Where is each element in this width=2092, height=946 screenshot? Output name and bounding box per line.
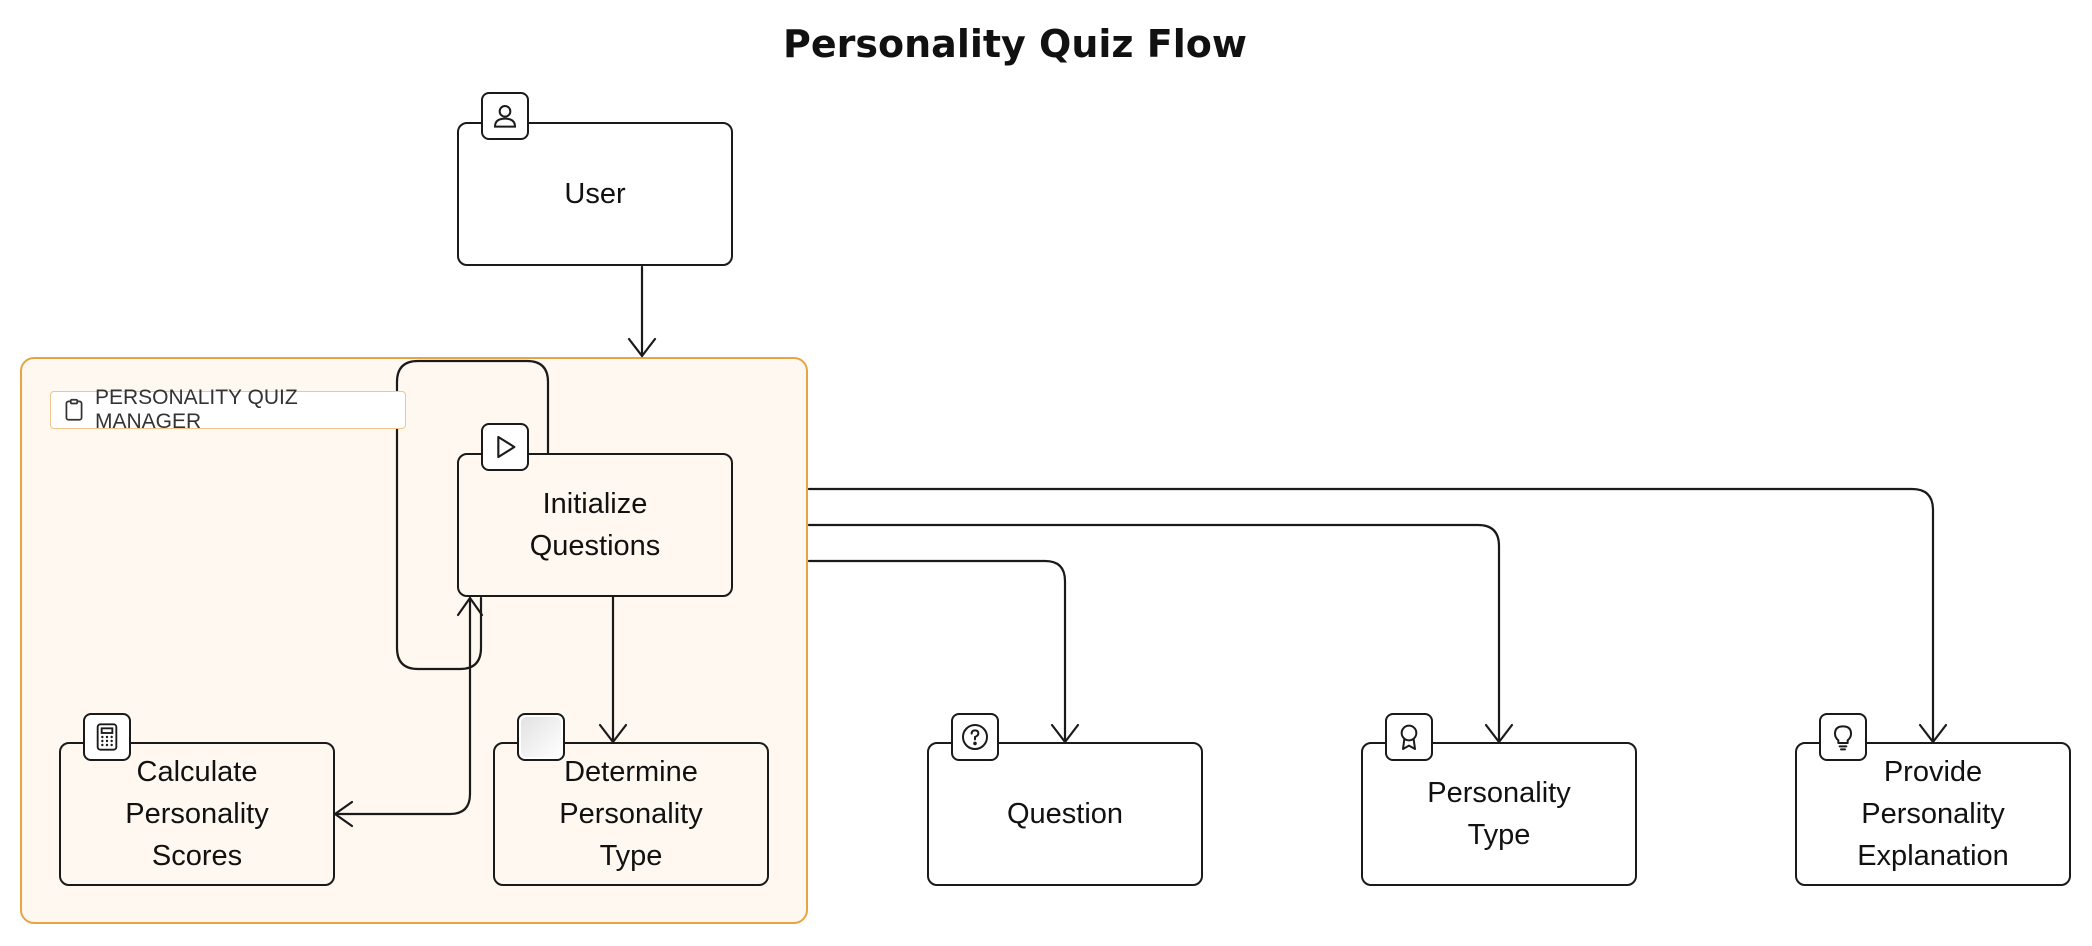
node-label: Calculate Personality Scores — [125, 756, 269, 872]
node-label: Question — [1006, 798, 1124, 830]
node-provide-personality-explanation[interactable]: Provide Personality Explanation — [1795, 742, 2071, 886]
edge-manager-to-question — [807, 559, 1080, 744]
diagram-title: Personality Quiz Flow — [783, 22, 1247, 66]
edge-initialize-to-calculate — [333, 800, 354, 828]
node-user[interactable]: User — [457, 122, 733, 266]
edge-manager-to-personality-type — [807, 523, 1514, 744]
group-label-text: PERSONALITY QUIZ MANAGER — [95, 386, 298, 433]
edge-manager-to-explanation — [807, 487, 1948, 744]
lightbulb-icon — [1819, 713, 1867, 761]
node-label: User — [564, 178, 626, 210]
blank-icon — [517, 713, 565, 761]
node-label: Personality Type — [1427, 777, 1571, 851]
edge-user-to-manager — [627, 265, 657, 358]
node-determine-personality-type[interactable]: Determine Personality Type — [493, 742, 769, 886]
calculator-icon — [83, 713, 131, 761]
node-personality-type[interactable]: Personality Type — [1361, 742, 1637, 886]
group-label: PERSONALITY QUIZ MANAGER — [50, 386, 406, 433]
edge-initialize-to-determine — [598, 595, 628, 744]
node-initialize-questions[interactable]: Initialize Questions — [457, 453, 733, 597]
play-icon — [481, 423, 529, 471]
node-label: Determine Personality Type — [559, 756, 703, 872]
edge-calculate-to-initialize — [333, 596, 484, 816]
node-calculate-personality-scores[interactable]: Calculate Personality Scores — [59, 742, 335, 886]
node-label: Provide Personality Explanation — [1857, 756, 2009, 872]
clipboard-icon — [61, 397, 87, 423]
award-ribbon-icon — [1385, 713, 1433, 761]
user-icon — [481, 92, 529, 140]
node-label: Initialize Questions — [529, 488, 661, 562]
node-question[interactable]: Question — [927, 742, 1203, 886]
question-circle-icon — [951, 713, 999, 761]
